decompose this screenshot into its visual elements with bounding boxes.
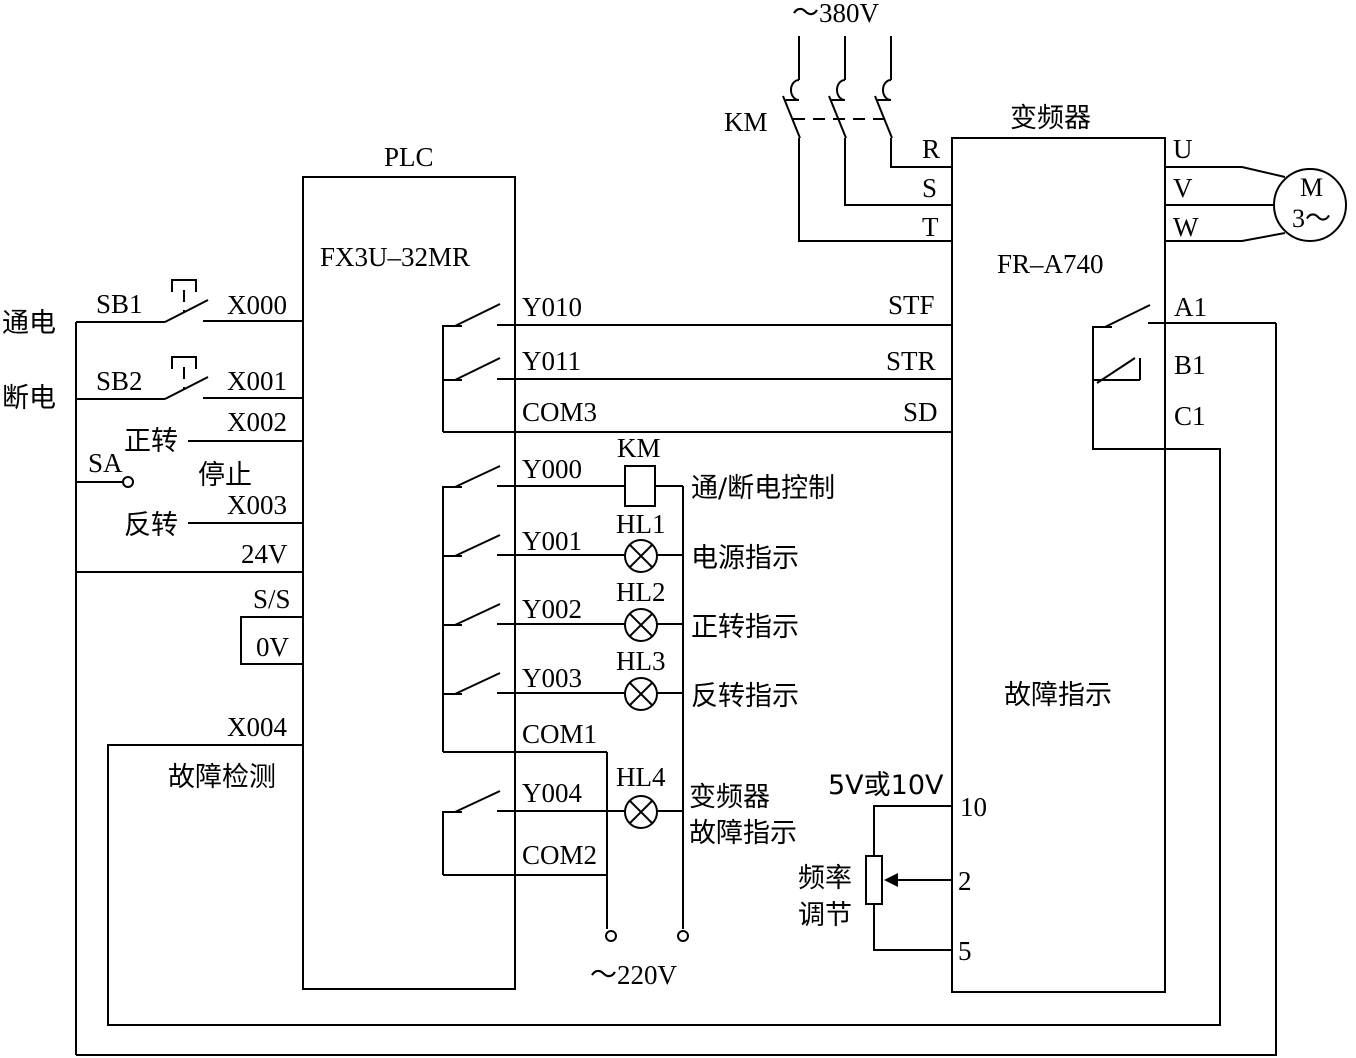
output-y011: Y011 [522,346,581,376]
plc-output-wiring [442,303,952,929]
output-com1: COM1 [522,719,597,749]
terminal-w: W [1173,212,1199,242]
sb2-label: SB2 [96,366,143,396]
inverter-title: 变频器 [1010,103,1091,134]
inverter-str: STR [886,346,936,376]
analog-terminal-2: 2 [958,866,972,896]
output-com2: COM2 [522,840,597,870]
analog-terminal-10: 10 [960,792,987,822]
terminal-r: R [922,134,940,164]
plc-title: PLC [384,142,434,172]
motor-symbol [1273,168,1347,242]
terminal-0v: 0V [256,632,290,662]
supply-terminal-right [677,930,689,942]
hl3-desc: 反转指示 [691,681,799,712]
pot-label-line2: 调节 [798,900,852,931]
inverter-relay [1092,304,1276,449]
ref-voltage-label: 5V或10V [828,770,944,801]
input-x001: X001 [227,366,287,396]
terminal-s: S [922,173,937,203]
input-x004: X004 [227,712,287,742]
ss-0v-link [240,616,304,665]
lamp-hl1 [624,539,658,573]
relay-c1: C1 [1174,401,1206,431]
terminal-u: U [1173,134,1193,164]
relay-a1: A1 [1174,292,1207,322]
relay-b1: B1 [1174,350,1206,380]
output-y001: Y001 [522,526,582,556]
plc-box [302,176,516,990]
hl4-desc-line2: 故障指示 [689,818,797,849]
supply-terminal-left [605,930,617,942]
lamp-hl4 [624,795,658,829]
output-y000: Y000 [522,454,582,484]
sa-selector-pivot [122,476,134,488]
input-x002: X002 [227,407,287,437]
motor-label-m: M [1300,173,1323,202]
lamp-hl2 [624,608,658,642]
forward-label: 正转 [124,426,178,457]
terminal-t: T [922,212,939,242]
power-on-label: 通电 [2,308,56,339]
terminal-ss: S/S [253,584,291,614]
output-y002: Y002 [522,594,582,624]
km-coil-label: KM [617,433,661,463]
km-coil-desc: 通/断电控制 [691,473,835,504]
hl2-desc: 正转指示 [691,612,799,643]
inverter-box [951,137,1166,993]
stop-label: 停止 [198,460,252,491]
inverter-stf: STF [888,290,935,320]
motor-label-phase: 3～ [1292,204,1331,233]
output-y004: Y004 [522,778,582,808]
reverse-label: 反转 [124,510,178,541]
fault-detect-label: 故障检测 [168,762,276,793]
sa-label: SA [88,448,123,478]
terminal-24v: 24V [241,539,288,569]
inverter-sd: SD [903,397,938,427]
output-y010: Y010 [522,292,582,322]
plc-model: FX3U–32MR [320,242,470,272]
frequency-potentiometer [865,805,952,951]
km-main-label: KM [724,107,768,137]
inverter-fault-label: 故障指示 [1004,680,1112,711]
inverter-model: FR–A740 [997,249,1104,279]
output-com3: COM3 [522,397,597,427]
lamp-hl3 [624,677,658,711]
hl2-label: HL2 [616,577,666,607]
hl1-label: HL1 [616,509,666,539]
power-off-label: 断电 [2,383,56,414]
sb1-label: SB1 [96,289,143,319]
motor-wiring [1165,166,1286,242]
km-coil [624,465,656,507]
input-x003: X003 [227,490,287,520]
main-supply-lines [782,36,952,242]
pot-label-line1: 频率 [798,863,852,894]
main-supply-label: ～380V [792,0,879,28]
terminal-v: V [1173,173,1193,203]
control-supply-label: ～220V [590,960,677,990]
analog-terminal-5: 5 [958,936,972,966]
hl1-desc: 电源指示 [691,543,799,574]
hl4-label: HL4 [616,762,666,792]
plc-input-wiring [75,279,1277,1056]
hl3-label: HL3 [616,646,666,676]
hl4-desc-line1: 变频器 [689,782,770,813]
output-y003: Y003 [522,663,582,693]
input-x000: X000 [227,290,287,320]
